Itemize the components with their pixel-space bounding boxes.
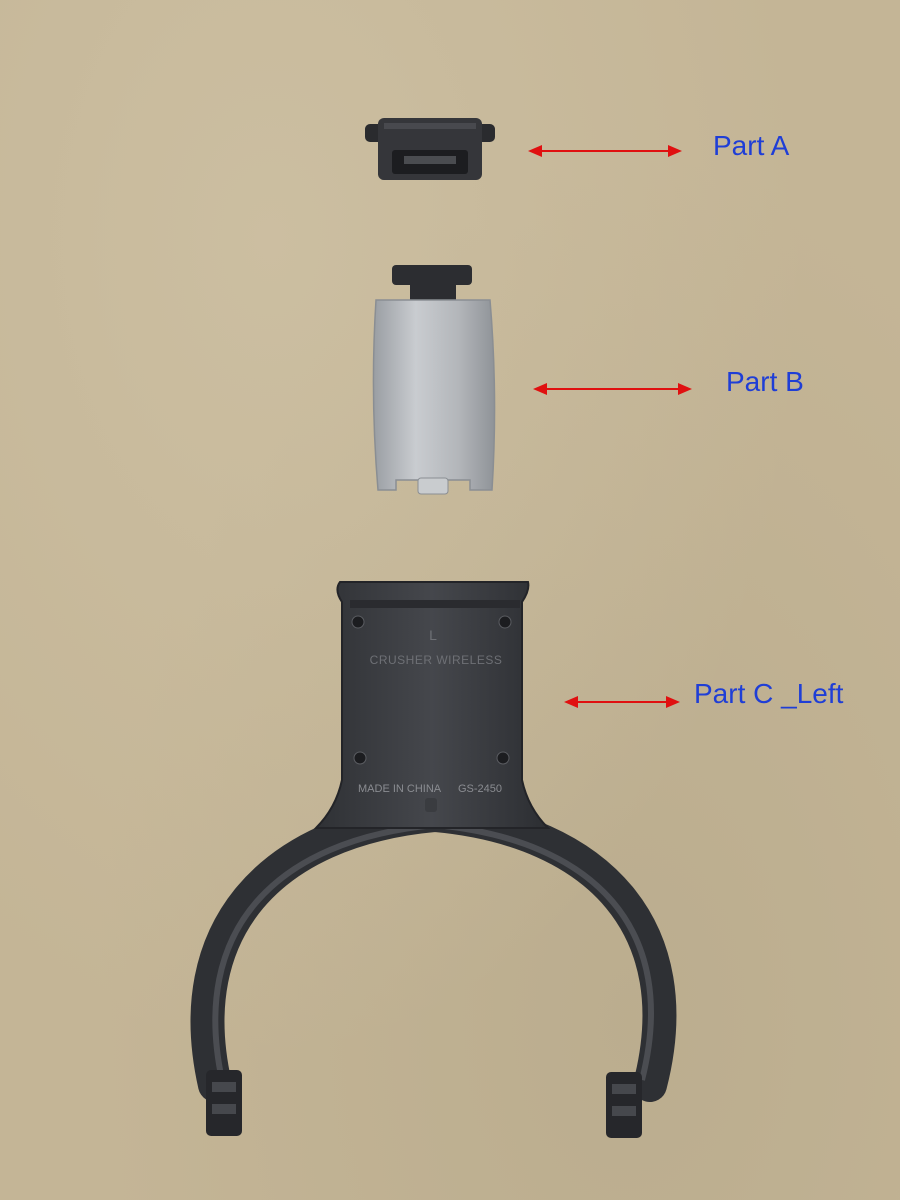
- part-a-hinge: [365, 118, 495, 180]
- headband-side-mark: L: [429, 627, 437, 643]
- headband-origin-mark: MADE IN CHINA: [358, 783, 442, 795]
- part-c-label: Part C _Left: [694, 678, 844, 709]
- part-b-label: Part B: [726, 366, 804, 397]
- arrow-part-b: [533, 383, 692, 395]
- headband-model-name: CRUSHER WIRELESS: [370, 653, 503, 667]
- part-a-label: Part A: [713, 130, 790, 161]
- arrow-part-a: [528, 145, 682, 157]
- headband-model-code: GS-2450: [458, 783, 502, 795]
- arrow-part-c: [564, 696, 680, 708]
- part-b-metal-plate: [372, 265, 496, 495]
- part-c-headband-yoke: L CRUSHER WIRELESS MADE IN CHINA GS-2450: [190, 581, 677, 1138]
